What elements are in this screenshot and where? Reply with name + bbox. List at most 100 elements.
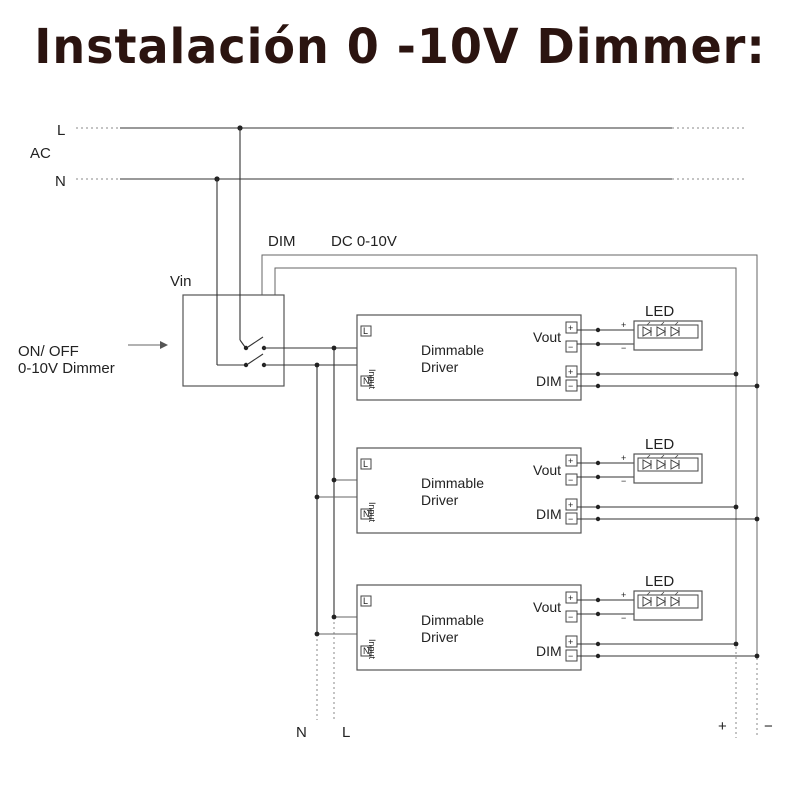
dim-plus-terminal — [565, 365, 578, 378]
dim-minus-terminal-label: − — [568, 514, 573, 524]
dim-plus-terminal — [565, 498, 578, 511]
terminal-L — [360, 325, 372, 337]
vout-minus-node — [595, 474, 601, 480]
dim-minus-node — [595, 516, 601, 522]
terminal-L-label: L — [363, 459, 368, 469]
distribution-bus: N L — [296, 348, 350, 741]
dim-bus: + − — [261, 254, 773, 738]
driver-name-line1: Dimmable — [421, 612, 484, 628]
label-bottom-L: L — [342, 724, 350, 741]
dim-plus-node — [595, 371, 601, 377]
driver-name-line1: Dimmable — [421, 342, 484, 358]
led-label: LED — [645, 573, 674, 590]
dim-plus-terminal-label: + — [568, 637, 573, 647]
vout-minus-terminal-label: − — [568, 342, 573, 352]
ac-mains: L AC N — [30, 122, 745, 190]
dim-bus-outer — [261, 254, 758, 658]
led-emission-icon — [674, 454, 679, 459]
terminal-N-label: N — [363, 646, 370, 656]
dim-plus-terminal-label: + — [568, 367, 573, 377]
input-label: Input — [367, 639, 377, 660]
driver-name-line1: Dimmable — [421, 475, 484, 491]
dim-minus-node — [595, 653, 601, 659]
vout-minus-terminal-label: − — [568, 475, 573, 485]
dim-plus-terminal-label: + — [568, 500, 573, 510]
led-plus-sign: + — [621, 453, 626, 463]
terminal-L — [360, 595, 372, 607]
led-diode-icon — [642, 326, 653, 337]
led-label: LED — [645, 303, 674, 320]
terminal-N-label: N — [363, 509, 370, 519]
led-strip — [637, 457, 699, 472]
led-emission-icon — [674, 591, 679, 596]
vout-plus-terminal-label: + — [568, 323, 573, 333]
arrow-head-icon — [160, 341, 168, 349]
dim-bus-inner — [274, 267, 737, 642]
led-emission-icon — [646, 321, 651, 326]
vout-minus-node — [595, 611, 601, 617]
led-diode-icon — [670, 326, 681, 337]
terminal-L-label: L — [363, 326, 368, 336]
driver-box — [356, 314, 582, 401]
led-label: LED — [645, 436, 674, 453]
vout-plus-node — [595, 327, 601, 333]
label-dc-0-10v: DC 0-10V — [331, 233, 397, 250]
driver-box — [356, 584, 582, 671]
input-label: Input — [367, 502, 377, 523]
led-plus-sign: + — [621, 590, 626, 600]
terminal-N — [360, 645, 372, 657]
bus-N-junction — [314, 362, 320, 368]
driver-box — [356, 447, 582, 534]
dim-plus-terminal — [565, 635, 578, 648]
dim-plus-node — [595, 504, 601, 510]
led-plus-sign: + — [621, 320, 626, 330]
terminal-N — [360, 508, 372, 520]
dim-bus-minus-junction — [754, 653, 760, 659]
input-label: Input — [367, 369, 377, 390]
vout-plus-terminal — [565, 321, 578, 334]
terminal-L — [360, 458, 372, 470]
dim-minus-terminal-label: − — [568, 381, 573, 391]
vout-plus-node — [595, 597, 601, 603]
vout-minus-node — [595, 341, 601, 347]
bus-N-junction — [314, 631, 320, 637]
vout-plus-terminal-label: + — [568, 593, 573, 603]
dim-bus-plus-junction — [733, 641, 739, 647]
dim-label: DIM — [536, 373, 562, 389]
dim-bus-minus-junction — [754, 383, 760, 389]
switch-contact-2a — [243, 362, 249, 368]
dim-label: DIM — [536, 643, 562, 659]
dimmer-enclosure — [182, 294, 285, 387]
led-emission-icon — [646, 454, 651, 459]
bus-L-junction — [331, 345, 337, 351]
vout-plus-node — [595, 460, 601, 466]
led-emission-icon — [646, 591, 651, 596]
dim-minus-node — [595, 383, 601, 389]
vout-plus-terminal — [565, 591, 578, 604]
label-vin: Vin — [170, 273, 191, 290]
led-minus-sign: − — [621, 343, 626, 353]
switch-lead-top — [239, 339, 246, 348]
label-bottom-plus: + — [718, 718, 727, 735]
led-diode-icon — [642, 596, 653, 607]
terminal-N-label: N — [363, 376, 370, 386]
label-on-off: ON/ OFF — [18, 343, 79, 360]
dim-minus-terminal-label: − — [568, 651, 573, 661]
bus-L-junction — [331, 614, 337, 620]
dim-label: DIM — [536, 506, 562, 522]
led-strip — [637, 594, 699, 609]
page-title: Instalación 0 -10V Dimmer: — [34, 19, 766, 75]
led-diode-icon — [656, 326, 667, 337]
vout-plus-terminal-label: + — [568, 456, 573, 466]
dim-plus-node — [595, 641, 601, 647]
vout-label: Vout — [533, 329, 561, 345]
driver-name-line2: Driver — [421, 492, 459, 508]
led-strip — [637, 324, 699, 339]
switch-blade-1 — [247, 336, 264, 348]
terminal-L-label: L — [363, 596, 368, 606]
driver-name-line2: Driver — [421, 359, 459, 375]
bus-N-junction — [314, 494, 320, 500]
dim-bus-plus-junction — [733, 371, 739, 377]
